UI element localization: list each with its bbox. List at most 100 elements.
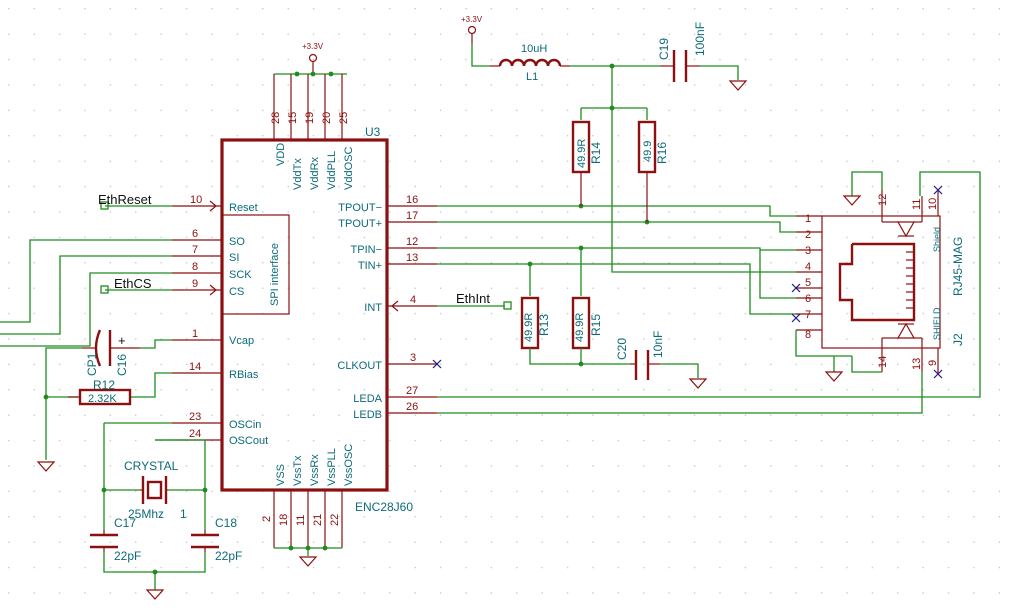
j2-pin-7-num: 7 (805, 309, 811, 321)
r13-value: 49.9R (523, 313, 535, 342)
c20-value: 10nF (651, 331, 665, 358)
u3-body (220, 138, 389, 492)
u3-pin-vddrx-name: VddRx (309, 156, 321, 190)
u3-pin-reset-name: Reset (229, 202, 258, 214)
u3-pin-14-num: 14 (189, 361, 201, 373)
crystal-ref: CRYSTAL (124, 459, 179, 473)
svg-text:+: + (118, 333, 126, 348)
u3-pin-22-num: 22 (329, 514, 341, 526)
right-side-wires (437, 171, 981, 414)
u3-pin-7-num: 7 (192, 244, 198, 256)
j2-pin-13-num: 13 (911, 358, 923, 370)
capacitor-c17: C17 22pF (90, 516, 141, 563)
r15-value: 49.9R (574, 313, 586, 342)
c18-value: 22pF (215, 549, 242, 563)
cp1-value: C16 (115, 354, 129, 376)
c18-ref: C18 (215, 516, 237, 530)
c20-ref: C20 (615, 338, 629, 360)
u3-pin-tpout-plus-name: TPOUT+ (338, 218, 382, 230)
u3-ref: U3 (365, 125, 381, 139)
u3-pin-vsspll-name: VssPLL (326, 448, 338, 486)
u3-pin-24-num: 24 (189, 428, 201, 440)
u3-pin-oscout-name: OSCout (229, 435, 268, 447)
u3-pin-23-num: 23 (189, 411, 201, 423)
u3-pin-ledb-name: LEDB (353, 409, 382, 421)
ground-symbol-crystal (145, 589, 165, 600)
u3-pin-17-num: 17 (406, 210, 418, 222)
l1-ref: L1 (526, 71, 538, 83)
u3-pin-13-num: 13 (406, 252, 418, 264)
r15-ref: R15 (589, 314, 603, 336)
c17-ref: C17 (114, 516, 136, 530)
c17-value: 22pF (114, 549, 141, 563)
c19-value: 100nF (693, 22, 707, 56)
crystal-x1: CRYSTAL 25Mhz 1 (124, 459, 187, 521)
ground-symbol-j2-bottom (824, 371, 844, 382)
u3-pin-27-num: 27 (406, 385, 418, 397)
j2-pin-9-num: 9 (927, 360, 939, 366)
j2-shield-label-top: Shield (932, 227, 942, 252)
left-side-wires: EthReset EthCS (0, 192, 208, 590)
u3-pin-leda-name: LEDA (353, 393, 382, 405)
r16-ref: R16 (655, 142, 669, 164)
u3-pin-21-num: 21 (312, 514, 324, 526)
ground-symbol-vss (298, 556, 318, 567)
ground-symbol-c20 (688, 378, 708, 389)
u3-pin-cs-name: CS (229, 286, 244, 298)
ground-symbol-vcap (36, 461, 56, 472)
j2-value: RJ45-MAG (951, 237, 965, 296)
capacitor-cp1: + CP1 C16 (82, 329, 140, 376)
clkout-no-connect (432, 359, 442, 369)
u3-top-pins: 28 15 19 20 25 VDD VddTx VddRx VddPLL Vd… (270, 74, 355, 190)
u3-pin-8-num: 8 (192, 261, 198, 273)
inductor-l1: 10uH L1 (490, 43, 570, 83)
spi-interface-box (221, 214, 290, 315)
resistor-r12: R12 2.32K (68, 378, 132, 406)
j2-pin-10-num: 10 (927, 198, 939, 210)
u3-pin-10-num: 10 (190, 194, 202, 206)
r12-value: 2.32K (88, 393, 117, 405)
u3-pin-11-num: 11 (295, 515, 307, 526)
u3-pin-int-name: INT (364, 302, 382, 314)
u3-pin-15-num: 15 (287, 112, 299, 124)
center-tap-wire (611, 66, 796, 273)
u3-pin-rbias-name: RBias (229, 369, 259, 381)
u3-pin-vddosc-name: VddOSC (343, 147, 355, 190)
cp1-ref: CP1 (85, 352, 99, 376)
r14-value: 49.9R (576, 139, 588, 168)
u3-pin-16-num: 16 (406, 194, 418, 206)
u3-pin-19-num: 19 (304, 112, 316, 124)
u3-pin-18-num: 18 (278, 514, 290, 526)
u3-pin-20-num: 20 (321, 112, 333, 124)
u3-left-pins: 10 6 7 8 9 1 14 23 24 Reset SO SI SCK CS… (172, 194, 268, 447)
r16-value: 49.9 (642, 141, 654, 162)
u3-pin-2-num: 2 (261, 516, 273, 522)
j2-no-connects (791, 185, 943, 379)
u3-pin-4-num: 4 (410, 294, 416, 306)
power-symbol-3v3-right: +3.3V (461, 15, 483, 44)
resistor-r14: 49.9R R14 (571, 120, 603, 206)
u3-pin-si-name: SI (229, 252, 239, 264)
net-label-ethint: EthInt (456, 291, 490, 306)
u3-pin-25-num: 25 (338, 112, 350, 124)
ground-symbol-j2-top (842, 195, 862, 206)
r12-ref: R12 (93, 378, 115, 392)
u3-value: ENC28J60 (355, 500, 413, 514)
u3-pin-vddtx-name: VddTx (292, 158, 304, 190)
u3-bottom-pins: VSS VssTx VssRx VssPLL VssOSC 2 18 11 21… (261, 444, 355, 548)
u3-pin-tin-plus-name: TIN+ (358, 260, 382, 272)
u3-pin-3-num: 3 (410, 352, 416, 364)
u3-pin-vddpll-name: VddPLL (326, 151, 338, 190)
resistor-r15: 49.9R R15 (571, 296, 603, 350)
j2-pin-6-num: 6 (805, 293, 811, 305)
net-label-ethreset: EthReset (98, 192, 152, 207)
u3-pin-tpout-minus-name: TPOUT− (338, 202, 382, 214)
u3-pin-vssrx-name: VssRx (309, 454, 321, 486)
u3-pin-vcap-name: Vcap (229, 335, 254, 347)
c19-ref: C19 (657, 38, 671, 60)
j2-pin-8-num: 8 (805, 329, 811, 341)
j2-pin-14-num: 14 (877, 356, 889, 368)
j2-pin-5-num: 5 (805, 277, 811, 289)
